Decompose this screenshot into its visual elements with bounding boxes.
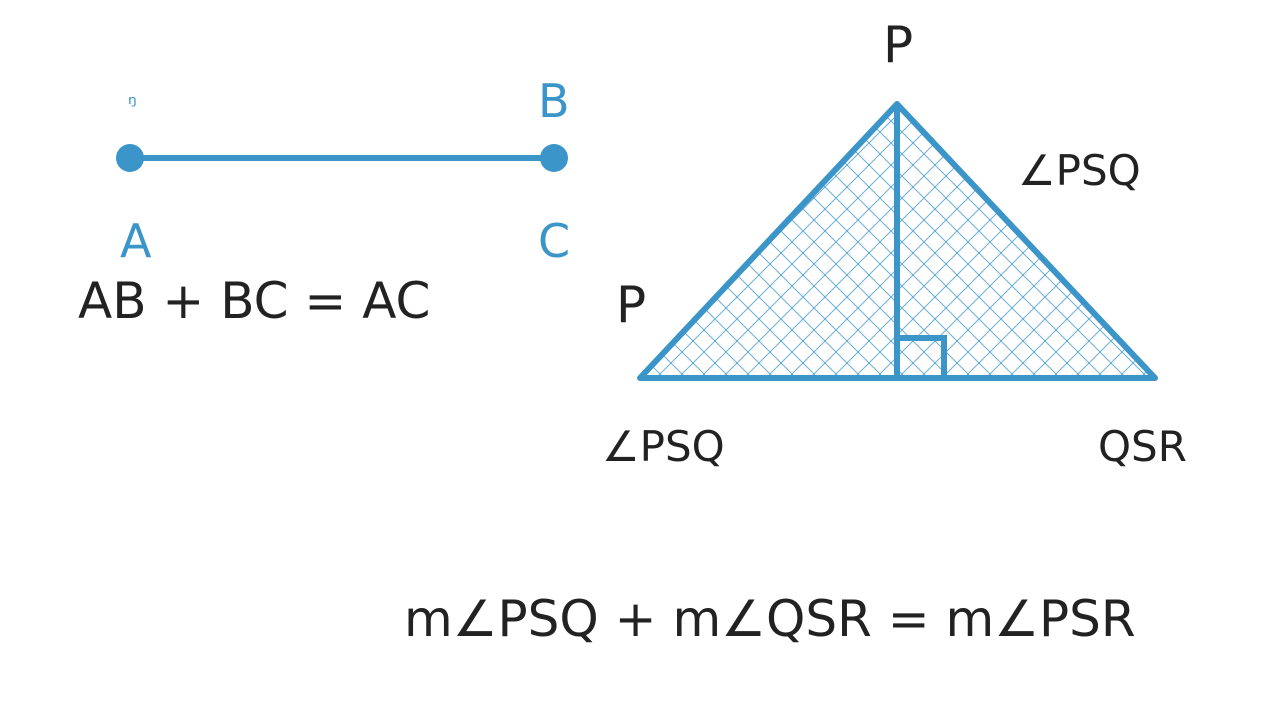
- angle-psq-side-label: ∠PSQ: [1018, 146, 1141, 195]
- left-vertex-label: P: [616, 276, 647, 334]
- stray-mark-label: ᵑ: [128, 92, 137, 117]
- angle-qsr-label: QSR: [1098, 422, 1187, 471]
- angle-addition-equation: m∠PSQ + m∠QSR = m∠PSR: [404, 590, 1136, 648]
- point-c-dot: [540, 144, 568, 172]
- point-c-label: C: [538, 214, 571, 268]
- apex-label: P: [883, 16, 914, 74]
- angle-psq-bottom-label: ∠PSQ: [602, 422, 725, 471]
- point-b-label: B: [538, 74, 570, 128]
- segment-addition-equation: AB + BC = AC: [78, 272, 431, 330]
- right-angle-marker: [897, 335, 947, 378]
- point-a-label: A: [120, 214, 152, 268]
- point-a-dot: [116, 144, 144, 172]
